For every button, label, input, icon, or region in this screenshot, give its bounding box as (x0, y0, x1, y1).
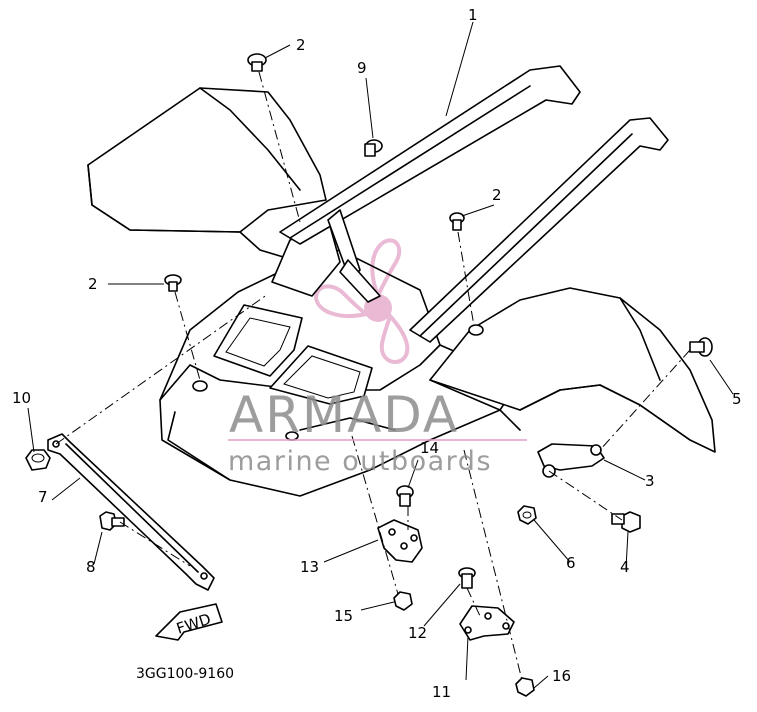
watermark-tagline: marine outboards (228, 446, 492, 477)
bracket-11 (459, 605, 515, 641)
bolt-2-left (164, 274, 182, 292)
callout-8: 8 (86, 558, 96, 576)
rear-fender (87, 87, 716, 497)
armada-watermark: ARMADA marine outboards (228, 386, 527, 477)
callout-10: 10 (12, 389, 31, 407)
stay-7 (47, 433, 215, 591)
watermark-brand: ARMADA (229, 386, 459, 444)
bolt-14 (396, 485, 414, 507)
callout-2-top: 2 (296, 36, 306, 54)
bracket-13 (377, 519, 423, 563)
bolt-2-top (247, 53, 267, 72)
bolt-12 (458, 567, 476, 589)
callout-16: 16 (552, 667, 571, 685)
callout-15: 15 (334, 607, 353, 625)
callout-14: 14 (420, 439, 439, 457)
callout-2-left: 2 (88, 275, 98, 293)
assembly-lines (55, 71, 691, 681)
nut-6 (517, 505, 537, 525)
callout-11: 11 (432, 683, 451, 701)
bolt-5 (689, 337, 713, 357)
bolt-8 (99, 511, 125, 531)
bolt-4 (611, 511, 641, 533)
callout-9: 9 (357, 59, 367, 77)
rear-carrier-rail (279, 65, 669, 343)
callout-6: 6 (566, 554, 576, 572)
nut-15 (393, 591, 413, 611)
bracket-3 (537, 443, 605, 478)
forward-direction-arrow: FWD (155, 603, 223, 641)
callout-3: 3 (645, 472, 655, 490)
diagram-code: 3GG100-9160 (136, 666, 234, 682)
bolt-2-center (449, 212, 465, 231)
callout-2-center: 2 (492, 186, 502, 204)
callout-12: 12 (408, 624, 427, 642)
callout-7: 7 (38, 488, 48, 506)
callout-numbers: 1 2 9 2 2 5 3 4 6 10 7 8 14 13 15 12 11 … (12, 6, 742, 701)
callout-4: 4 (620, 558, 630, 576)
callout-1: 1 (468, 6, 478, 24)
callout-5: 5 (732, 390, 742, 408)
leader-lines (27, 21, 734, 689)
bolt-9 (364, 139, 383, 157)
nut-10 (25, 449, 51, 471)
nut-16 (515, 677, 535, 697)
callout-13: 13 (300, 558, 319, 576)
